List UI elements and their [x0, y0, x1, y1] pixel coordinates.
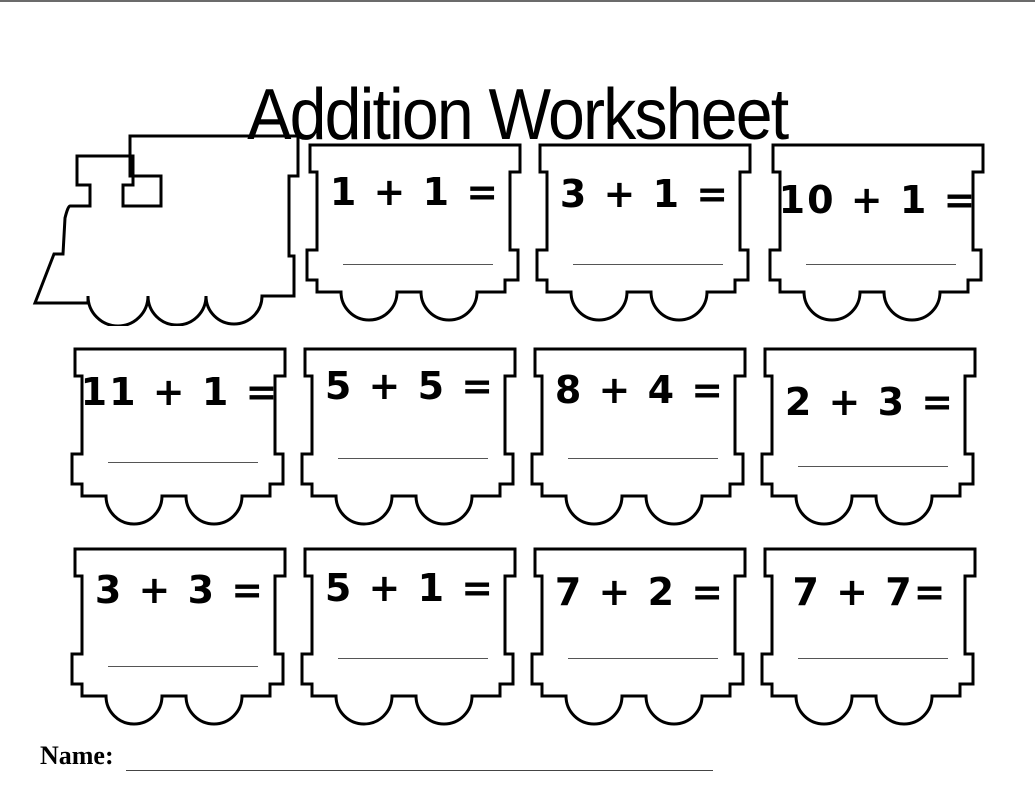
train-car-problem: 2 + 3 =	[760, 346, 980, 526]
train-car-icon	[530, 547, 747, 726]
answer-input-line[interactable]	[338, 458, 488, 459]
train-car-icon	[760, 347, 977, 526]
addition-problem: 5 + 5 =	[324, 364, 496, 408]
train-car-problem: 3 + 1 =	[535, 142, 755, 322]
name-label: Name:	[40, 741, 114, 770]
answer-input-line[interactable]	[573, 264, 723, 265]
answer-input-line[interactable]	[568, 458, 718, 459]
addition-problem: 3 + 3 =	[94, 568, 266, 612]
train-car-icon	[70, 547, 287, 726]
train-car-problem: 5 + 5 =	[300, 346, 520, 526]
train-car-problem: 10 + 1 =	[768, 142, 988, 322]
name-input-line[interactable]	[126, 770, 713, 771]
answer-input-line[interactable]	[806, 264, 956, 265]
train-car-icon	[300, 547, 517, 726]
train-car-problem: 3 + 3 =	[70, 546, 290, 726]
train-car-problem: 7 + 2 =	[530, 546, 750, 726]
answer-input-line[interactable]	[568, 658, 718, 659]
train-car-icon	[70, 347, 287, 526]
answer-input-line[interactable]	[108, 666, 258, 667]
train-car-icon	[300, 347, 517, 526]
answer-input-line[interactable]	[108, 462, 258, 463]
train-car-problem: 5 + 1 =	[300, 546, 520, 726]
train-car-icon	[760, 547, 977, 726]
train-engine-icon	[30, 128, 305, 328]
train-car-icon	[535, 143, 752, 322]
answer-input-line[interactable]	[343, 264, 493, 265]
answer-input-line[interactable]	[338, 658, 488, 659]
addition-problem: 7 + 7=	[792, 570, 948, 614]
train-car-problem: 8 + 4 =	[530, 346, 750, 526]
addition-problem: 10 + 1 =	[778, 178, 978, 222]
train-car-icon	[305, 143, 522, 322]
addition-problem: 1 + 1 =	[329, 170, 501, 214]
addition-problem: 11 + 1 =	[80, 370, 280, 414]
addition-problem: 7 + 2 =	[554, 570, 726, 614]
addition-problem: 5 + 1 =	[324, 566, 496, 610]
train-car-problem: 11 + 1 =	[70, 346, 290, 526]
addition-problem: 2 + 3 =	[784, 380, 956, 424]
train-car-icon	[768, 143, 985, 322]
answer-input-line[interactable]	[798, 658, 948, 659]
train-car-problem: 1 + 1 =	[305, 142, 525, 322]
worksheet-title: Addition Worksheet	[247, 75, 789, 156]
page-top-border	[0, 0, 1035, 2]
train-car-icon	[530, 347, 747, 526]
addition-problem: 3 + 1 =	[559, 172, 731, 216]
addition-problem: 8 + 4 =	[554, 368, 726, 412]
train-car-problem: 7 + 7=	[760, 546, 980, 726]
answer-input-line[interactable]	[798, 466, 948, 467]
